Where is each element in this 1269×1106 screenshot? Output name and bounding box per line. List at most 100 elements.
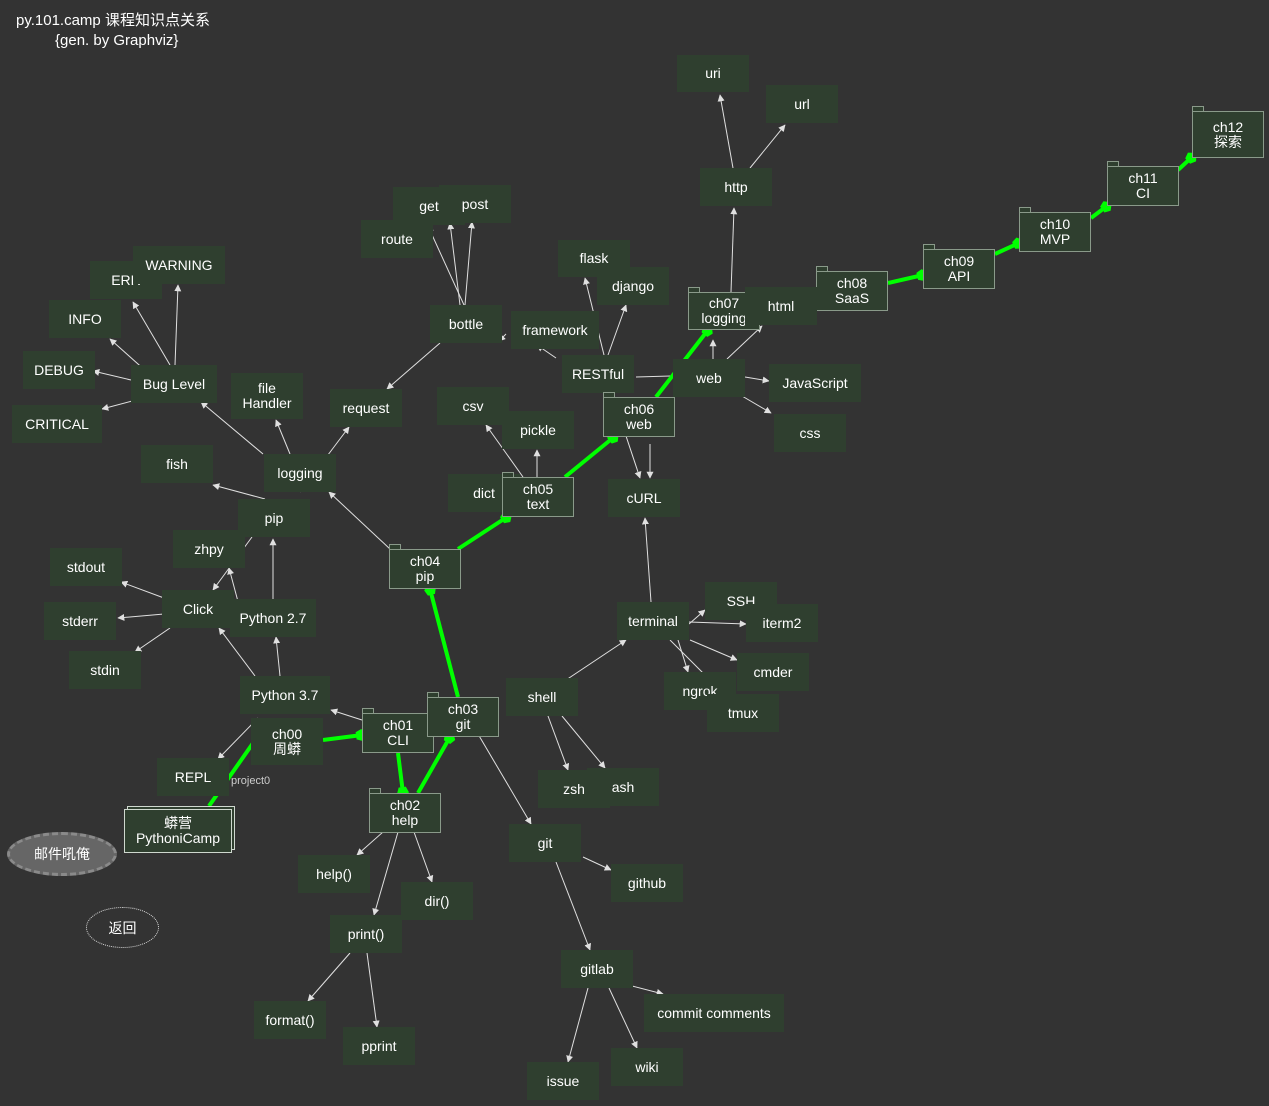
node-debug[interactable]: DEBUG (23, 351, 95, 389)
main-path-edge-1 (322, 729, 368, 742)
node-html[interactable]: html (745, 287, 817, 325)
mail-button[interactable]: 邮件吼俺 (7, 832, 117, 876)
edge-22 (101, 399, 137, 411)
node-web[interactable]: web (673, 359, 745, 397)
node-pip[interactable]: pip (238, 499, 310, 537)
node-ch10[interactable]: ch10 MVP (1019, 207, 1091, 252)
node-label: WARNING (145, 256, 213, 273)
node-bottle[interactable]: bottle (430, 305, 502, 343)
node-cmder[interactable]: cmder (737, 653, 809, 691)
node-click[interactable]: Click (162, 590, 234, 628)
node-buglevel[interactable]: Bug Level (131, 365, 217, 403)
node-uri[interactable]: uri (677, 55, 749, 92)
node-ch09[interactable]: ch09 API (923, 244, 995, 289)
edge-48 (561, 715, 606, 769)
node-label: ch04 pip (409, 553, 441, 584)
node-curl[interactable]: cURL (608, 479, 680, 517)
edge-38 (330, 708, 363, 721)
folder-tab-icon (688, 287, 700, 292)
edge-44 (677, 639, 690, 673)
node-wiki[interactable]: wiki (611, 1048, 683, 1086)
node-pycamp[interactable]: 蟒营 PythoniCamp (124, 809, 232, 853)
edge-13 (741, 395, 772, 414)
node-label: Python 2.7 (239, 609, 307, 626)
node-label: ash (611, 778, 635, 795)
node-ash[interactable]: ash (587, 768, 659, 806)
main-path-edge-6 (563, 432, 619, 479)
node-stderr[interactable]: stderr (44, 602, 116, 640)
node-label: wiki (635, 1058, 659, 1075)
node-ch02[interactable]: ch02 help (369, 788, 441, 833)
node-ch00[interactable]: ch00 周蟒 (251, 718, 323, 765)
node-framework[interactable]: framework (511, 311, 599, 349)
node-ch01[interactable]: ch01 CLI (362, 708, 434, 753)
node-post[interactable]: post (439, 185, 511, 223)
node-terminal[interactable]: terminal (617, 602, 689, 640)
node-issue[interactable]: issue (527, 1062, 599, 1100)
node-gitlab[interactable]: gitlab (561, 950, 633, 988)
node-url[interactable]: url (766, 85, 838, 123)
node-label: route (381, 230, 413, 247)
node-github[interactable]: github (611, 864, 683, 902)
node-ch11[interactable]: ch11 CI (1107, 161, 1179, 206)
node-git[interactable]: git (509, 824, 581, 862)
node-label: flask (579, 250, 609, 266)
node-ch12[interactable]: ch12 探索 (1192, 106, 1264, 158)
node-pickle[interactable]: pickle (502, 411, 574, 449)
edge-19 (174, 284, 182, 366)
node-ch07[interactable]: ch07 logging (688, 287, 760, 330)
node-label: ch01 CLI (382, 717, 414, 748)
node-label: iterm2 (762, 614, 802, 631)
node-helpfn[interactable]: help() (298, 855, 370, 893)
folder-tab-icon (1192, 106, 1204, 111)
node-label: format() (265, 1011, 315, 1028)
node-format[interactable]: format() (254, 1001, 326, 1039)
node-ch06[interactable]: ch06 web (603, 392, 675, 437)
node-shell[interactable]: shell (506, 678, 578, 716)
node-fish[interactable]: fish (141, 445, 213, 483)
node-logging[interactable]: logging (264, 454, 336, 492)
node-ch08[interactable]: ch08 SaaS (816, 266, 888, 311)
node-stdin[interactable]: stdin (69, 651, 141, 689)
edge-label-project0: project0 (231, 775, 271, 787)
node-stdout[interactable]: stdout (50, 548, 122, 586)
node-route[interactable]: route (361, 220, 433, 258)
node-restful[interactable]: RESTful (562, 355, 634, 393)
node-label: bottle (448, 315, 484, 332)
edge-29 (328, 491, 391, 550)
node-python37[interactable]: Python 3.7 (240, 676, 330, 714)
node-dirfn[interactable]: dir() (401, 882, 473, 920)
node-commit[interactable]: commit comments (644, 994, 784, 1032)
node-printfn[interactable]: print() (330, 915, 402, 953)
edge-49 (477, 733, 532, 825)
node-python27[interactable]: Python 2.7 (230, 599, 316, 637)
node-label: stdin (90, 661, 120, 678)
node-critical[interactable]: CRITICAL (12, 405, 102, 443)
node-label: github (627, 874, 667, 891)
node-tmux[interactable]: tmux (707, 694, 779, 732)
node-request[interactable]: request (330, 389, 402, 427)
node-warning[interactable]: WARNING (133, 246, 225, 284)
node-iterm2[interactable]: iterm2 (746, 604, 818, 642)
node-info[interactable]: INFO (49, 300, 121, 338)
node-label: django (611, 277, 655, 294)
node-zhpy[interactable]: zhpy (173, 530, 245, 568)
node-django[interactable]: django (597, 267, 669, 305)
node-ch03[interactable]: ch03 git (427, 692, 499, 737)
node-pprint[interactable]: pprint (343, 1027, 415, 1065)
node-repl[interactable]: REPL (157, 758, 229, 796)
node-ch04[interactable]: ch04 pip (389, 544, 461, 589)
node-http[interactable]: http (700, 168, 772, 206)
node-label: pip (264, 509, 284, 526)
main-path-edge-9 (887, 269, 929, 285)
folder-tab-icon (502, 472, 514, 477)
node-ch05[interactable]: ch05 text (502, 472, 574, 517)
node-javascript[interactable]: JavaScript (769, 364, 861, 402)
node-css[interactable]: css (774, 414, 846, 452)
back-button[interactable]: 返回 (86, 907, 159, 948)
node-filehandler[interactable]: file Handler (231, 373, 303, 419)
node-csv[interactable]: csv (437, 387, 509, 425)
folder-tab-icon (362, 708, 374, 713)
node-label: ch06 web (623, 401, 655, 432)
edge-8 (447, 222, 461, 306)
